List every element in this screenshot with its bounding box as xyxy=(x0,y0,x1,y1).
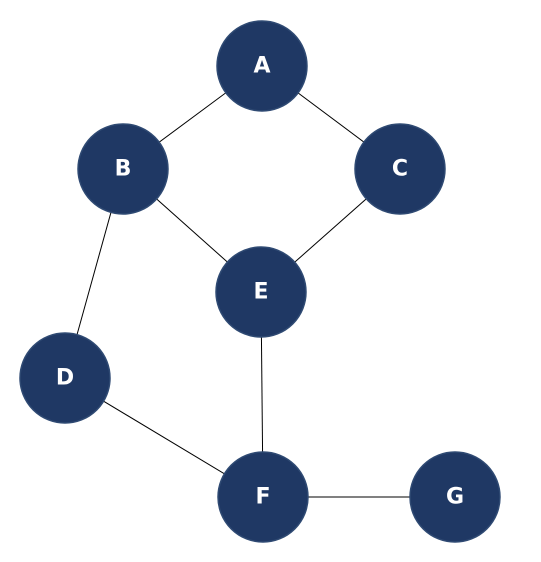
node-circle xyxy=(354,123,446,215)
node-g: G xyxy=(409,451,501,543)
node-circle xyxy=(215,246,307,338)
node-label: G xyxy=(446,485,464,510)
node-circle xyxy=(77,123,169,215)
node-c: C xyxy=(354,123,446,215)
node-label: F xyxy=(255,485,270,510)
node-circle xyxy=(19,332,111,424)
node-b: B xyxy=(77,123,169,215)
node-e: E xyxy=(215,246,307,338)
nodes-layer: A B C E D F G xyxy=(19,20,501,543)
node-circle xyxy=(216,20,308,112)
node-label: D xyxy=(56,366,74,391)
node-f: F xyxy=(217,451,309,543)
node-label: E xyxy=(253,280,268,305)
node-a: A xyxy=(216,20,308,112)
node-circle xyxy=(217,451,309,543)
node-circle xyxy=(409,451,501,543)
node-d: D xyxy=(19,332,111,424)
node-label: A xyxy=(253,54,270,79)
node-label: B xyxy=(115,157,132,182)
node-label: C xyxy=(392,157,408,182)
